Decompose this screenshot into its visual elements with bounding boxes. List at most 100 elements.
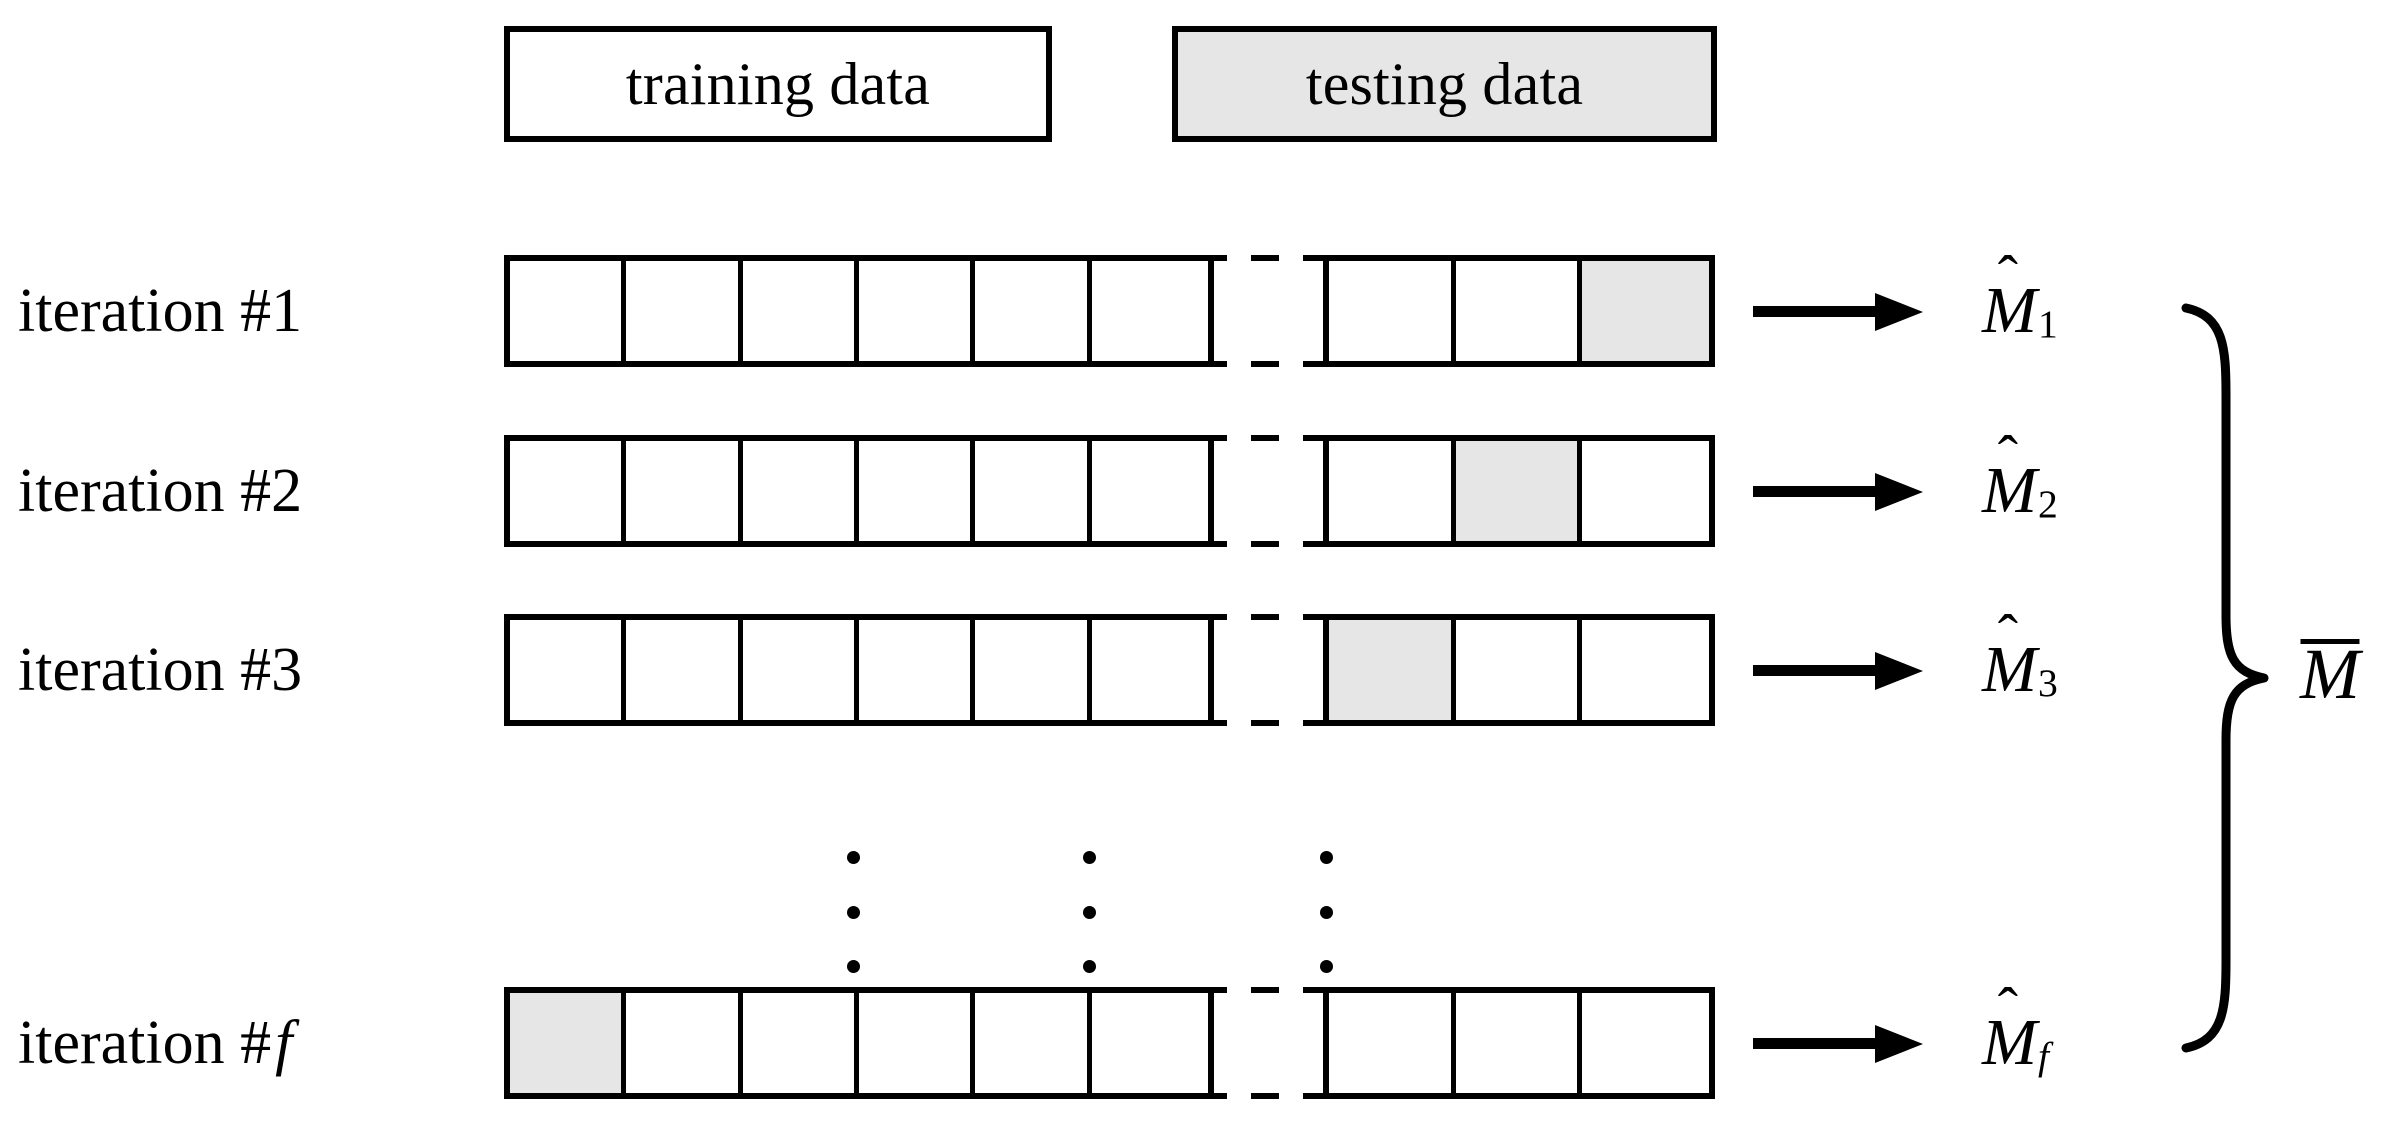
legend-training-label: training data: [625, 51, 931, 117]
fold-cell: [742, 261, 859, 361]
output-subscript: f: [2037, 1034, 2049, 1079]
training-fold-strip: [504, 255, 1214, 367]
fold-cell: [858, 620, 976, 720]
fold-cell: [1329, 993, 1456, 1093]
arrow-head: [1875, 1025, 1923, 1063]
dashed-continuation: [1213, 614, 1325, 726]
fold-cell: [626, 261, 743, 361]
arrow-head: [1875, 652, 1923, 690]
dashed-continuation: [1213, 987, 1325, 1099]
dash-line-top: [1213, 255, 1325, 261]
output-subscript: 3: [2037, 661, 2058, 706]
fold-cell: [626, 620, 743, 720]
dash-line-top: [1213, 435, 1325, 441]
ellipsis-dot: [846, 960, 860, 973]
iteration-label: iteration #f: [18, 987, 478, 1099]
vertical-ellipsis-icon: [1318, 851, 1334, 973]
fold-cell-highlighted: [1582, 261, 1709, 361]
iteration-label-text: iteration #: [18, 457, 272, 525]
dash-line-bottom: [1213, 1093, 1325, 1099]
overbar-accent: [2300, 639, 2360, 645]
dash-line-top: [1213, 614, 1325, 620]
fold-cell: [1091, 441, 1208, 541]
dash-line-bottom: [1213, 361, 1325, 367]
right-arrow-icon: [1753, 473, 1923, 511]
right-arrow-icon: [1753, 1025, 1923, 1063]
arrow-head: [1875, 473, 1923, 511]
fold-cell: [742, 441, 859, 541]
iteration-index: 1: [271, 277, 303, 345]
hat-accent: ˆ: [1997, 243, 2018, 311]
fold-cell: [510, 620, 627, 720]
legend-training-data: training data: [504, 26, 1052, 142]
m-letter: M: [1982, 1006, 2037, 1079]
iteration-label-text: iteration #: [18, 1009, 272, 1077]
fold-cell: [1091, 993, 1208, 1093]
arrow-head: [1875, 293, 1923, 331]
fold-cell: [1329, 261, 1456, 361]
dash-line-bottom: [1213, 541, 1325, 547]
right-arrow-icon: [1753, 293, 1923, 331]
fold-cell: [1582, 993, 1709, 1093]
fold-cell: [1091, 261, 1208, 361]
testing-fold-strip: [1323, 435, 1715, 547]
m-letter: M: [2300, 634, 2360, 714]
right-curly-brace-icon: [2178, 300, 2290, 1056]
fold-cell: [858, 993, 976, 1093]
ellipsis-dot: [1082, 960, 1096, 973]
training-fold-strip: [504, 614, 1214, 726]
output-subscript: 2: [2037, 482, 2058, 527]
arrow-shaft: [1753, 486, 1883, 497]
training-fold-strip: [504, 435, 1214, 547]
hat-accent: ˆ: [1997, 975, 2018, 1043]
hat-accent: ˆ: [1997, 602, 2018, 670]
legend-testing-data: testing data: [1172, 26, 1717, 142]
fold-cell: [975, 620, 1092, 720]
iteration-index: 2: [271, 457, 303, 525]
ellipsis-dot: [1082, 905, 1096, 919]
testing-fold-strip: [1323, 987, 1715, 1099]
dashed-continuation: [1213, 255, 1325, 367]
iteration-label: iteration #2: [18, 435, 478, 547]
m-letter: M: [1982, 274, 2037, 347]
fold-cell: [1455, 620, 1583, 720]
ellipsis-dot: [1082, 851, 1096, 864]
fold-cell: [975, 993, 1092, 1093]
fold-cell: [626, 441, 743, 541]
fold-cell-highlighted: [510, 993, 627, 1093]
training-fold-strip: [504, 987, 1214, 1099]
iteration-label-text: iteration #: [18, 636, 272, 704]
ellipsis-dot: [1319, 905, 1333, 919]
m-letter: M: [1982, 454, 2037, 527]
fold-cell: [742, 620, 859, 720]
testing-fold-strip: [1323, 255, 1715, 367]
legend-testing-label: testing data: [1305, 51, 1584, 117]
iteration-label-text: iteration #: [18, 277, 272, 345]
fold-cell: [858, 261, 976, 361]
fold-cell: [975, 261, 1092, 361]
right-arrow-icon: [1753, 652, 1923, 690]
ellipsis-dot: [846, 851, 860, 864]
fold-cell-highlighted: [1329, 620, 1456, 720]
fold-cell: [1582, 620, 1709, 720]
dash-line-bottom: [1213, 720, 1325, 726]
arrow-shaft: [1753, 665, 1883, 676]
dashed-continuation: [1213, 435, 1325, 547]
testing-fold-strip: [1323, 614, 1715, 726]
output-subscript: 1: [2037, 302, 2058, 347]
fold-cell: [858, 441, 976, 541]
hat-accent: ˆ: [1997, 423, 2018, 491]
fold-cell: [1582, 441, 1709, 541]
arrow-shaft: [1753, 1038, 1883, 1049]
fold-cell-highlighted: [1455, 441, 1583, 541]
